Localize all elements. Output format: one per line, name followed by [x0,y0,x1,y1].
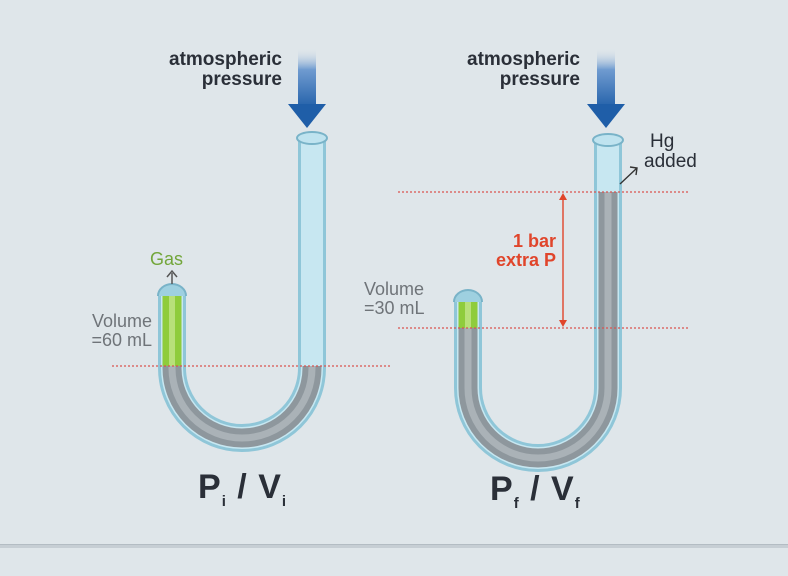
bottom-divider [0,544,788,548]
right-pressure-line1: atmospheric [467,49,580,70]
right-pressure-label: atmospheric pressure [418,50,580,90]
gas-pointer-arrow-icon [166,269,178,284]
left-caption-v-sub: i [281,493,288,510]
left-pressure-line1: atmospheric [169,49,282,70]
hg-label-line1: Hg [650,131,675,152]
right-volume-label: Volume =30 mL [364,280,454,318]
left-caption-p-sub: i [221,493,227,510]
right-caption-p-sub: f [513,495,520,512]
hg-label-line2: added [644,150,697,172]
right-volume-line2: =30 mL [364,297,425,318]
right-u-tube [398,48,690,472]
left-volume-line2: =60 mL [91,329,152,350]
right-caption: Pf / Vf [490,470,581,512]
extra-pressure-line1: 1 bar [512,231,556,251]
extra-pressure-bracket [559,193,567,327]
right-caption-v: V [551,470,575,508]
right-tube-glass [454,140,622,472]
hg-added-arrow-icon [619,166,638,185]
extra-pressure-line2: extra P [495,249,556,270]
left-pressure-label: atmospheric pressure [120,50,282,90]
right-pressure-line2: pressure [499,68,580,90]
extra-pressure-label: 1 bar extra P [462,232,556,270]
left-tube-glass [158,138,326,452]
right-caption-p: P [490,470,514,508]
gas-label: Gas [150,249,184,269]
left-caption: Pi / Vi [198,468,288,510]
left-volume-line1: Volume [91,311,152,331]
left-pressure-line2: pressure [201,68,282,90]
left-caption-p: P [198,468,222,506]
hg-added-label: Hg added [644,132,697,172]
right-volume-line1: Volume [364,279,425,299]
right-caption-v-sub: f [574,495,581,512]
left-caption-v: V [258,468,282,506]
right-open-end [592,133,624,147]
right-caption-separator: / [519,470,552,508]
left-open-end [296,131,328,145]
left-atmospheric-arrow-icon [288,48,326,128]
left-u-tube [112,48,392,452]
right-atmospheric-arrow-icon [587,48,625,128]
left-caption-separator: / [226,468,259,506]
left-volume-label: Volume =60 mL [62,312,152,350]
